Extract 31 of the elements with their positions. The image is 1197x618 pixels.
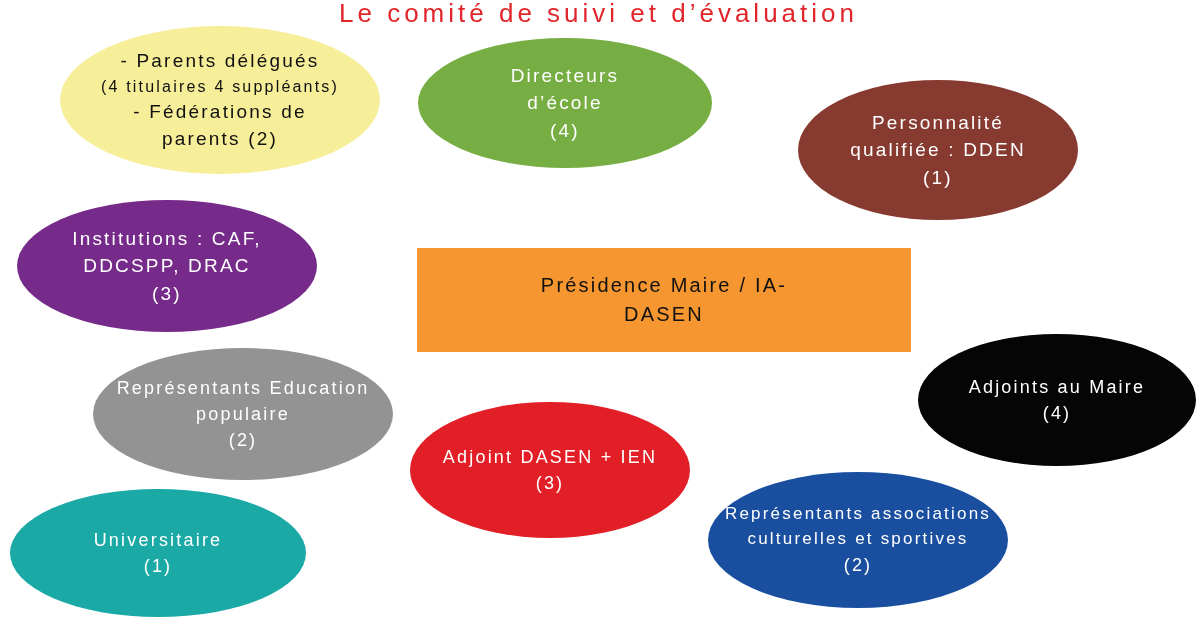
member-ellipse: [410, 402, 690, 538]
member-label: Universitaire: [93, 528, 223, 552]
member-ellipse: [708, 472, 1008, 608]
member-ellipse: [93, 348, 393, 480]
member-ellipse: [418, 38, 712, 168]
member-ellipse: [60, 26, 380, 174]
member-count: (4): [1042, 402, 1072, 425]
member-count: (2): [843, 553, 873, 577]
member-count: (4): [550, 118, 580, 143]
member-label: Adjoints au Maire: [968, 375, 1146, 399]
presidency-box: [417, 248, 911, 352]
member-ellipse: [798, 80, 1078, 220]
member-label: Présidence Maire / IA-DASEN: [539, 273, 789, 327]
member-label: Institutions : CAF, DDCSPP, DRAC: [71, 226, 263, 279]
member-count: (1): [923, 165, 953, 190]
member-label: Directeurs d’école: [509, 63, 621, 116]
member-label: Représentants Education populaire: [115, 376, 371, 426]
member-ellipse: [918, 334, 1196, 466]
diagram-title: Le comité de suivi et d’évaluation: [338, 0, 859, 29]
member-ellipse: [17, 200, 317, 332]
member-count: (3): [535, 472, 565, 495]
member-ellipse: [10, 489, 306, 617]
member-count: (2): [228, 429, 258, 453]
member-label: - Fédérations de parents (2): [132, 99, 308, 152]
member-label: Personnalité qualifiée : DDEN: [849, 110, 1027, 163]
member-count: (3): [152, 281, 182, 306]
member-label: - Parents délégués: [120, 49, 320, 74]
member-label: (4 titulaires 4 suppléants): [100, 76, 340, 97]
member-label: Adjoint DASEN + IEN: [442, 445, 658, 469]
member-label: Représentants associations culturelles et sportives: [723, 503, 992, 550]
member-count: (1): [143, 555, 173, 578]
